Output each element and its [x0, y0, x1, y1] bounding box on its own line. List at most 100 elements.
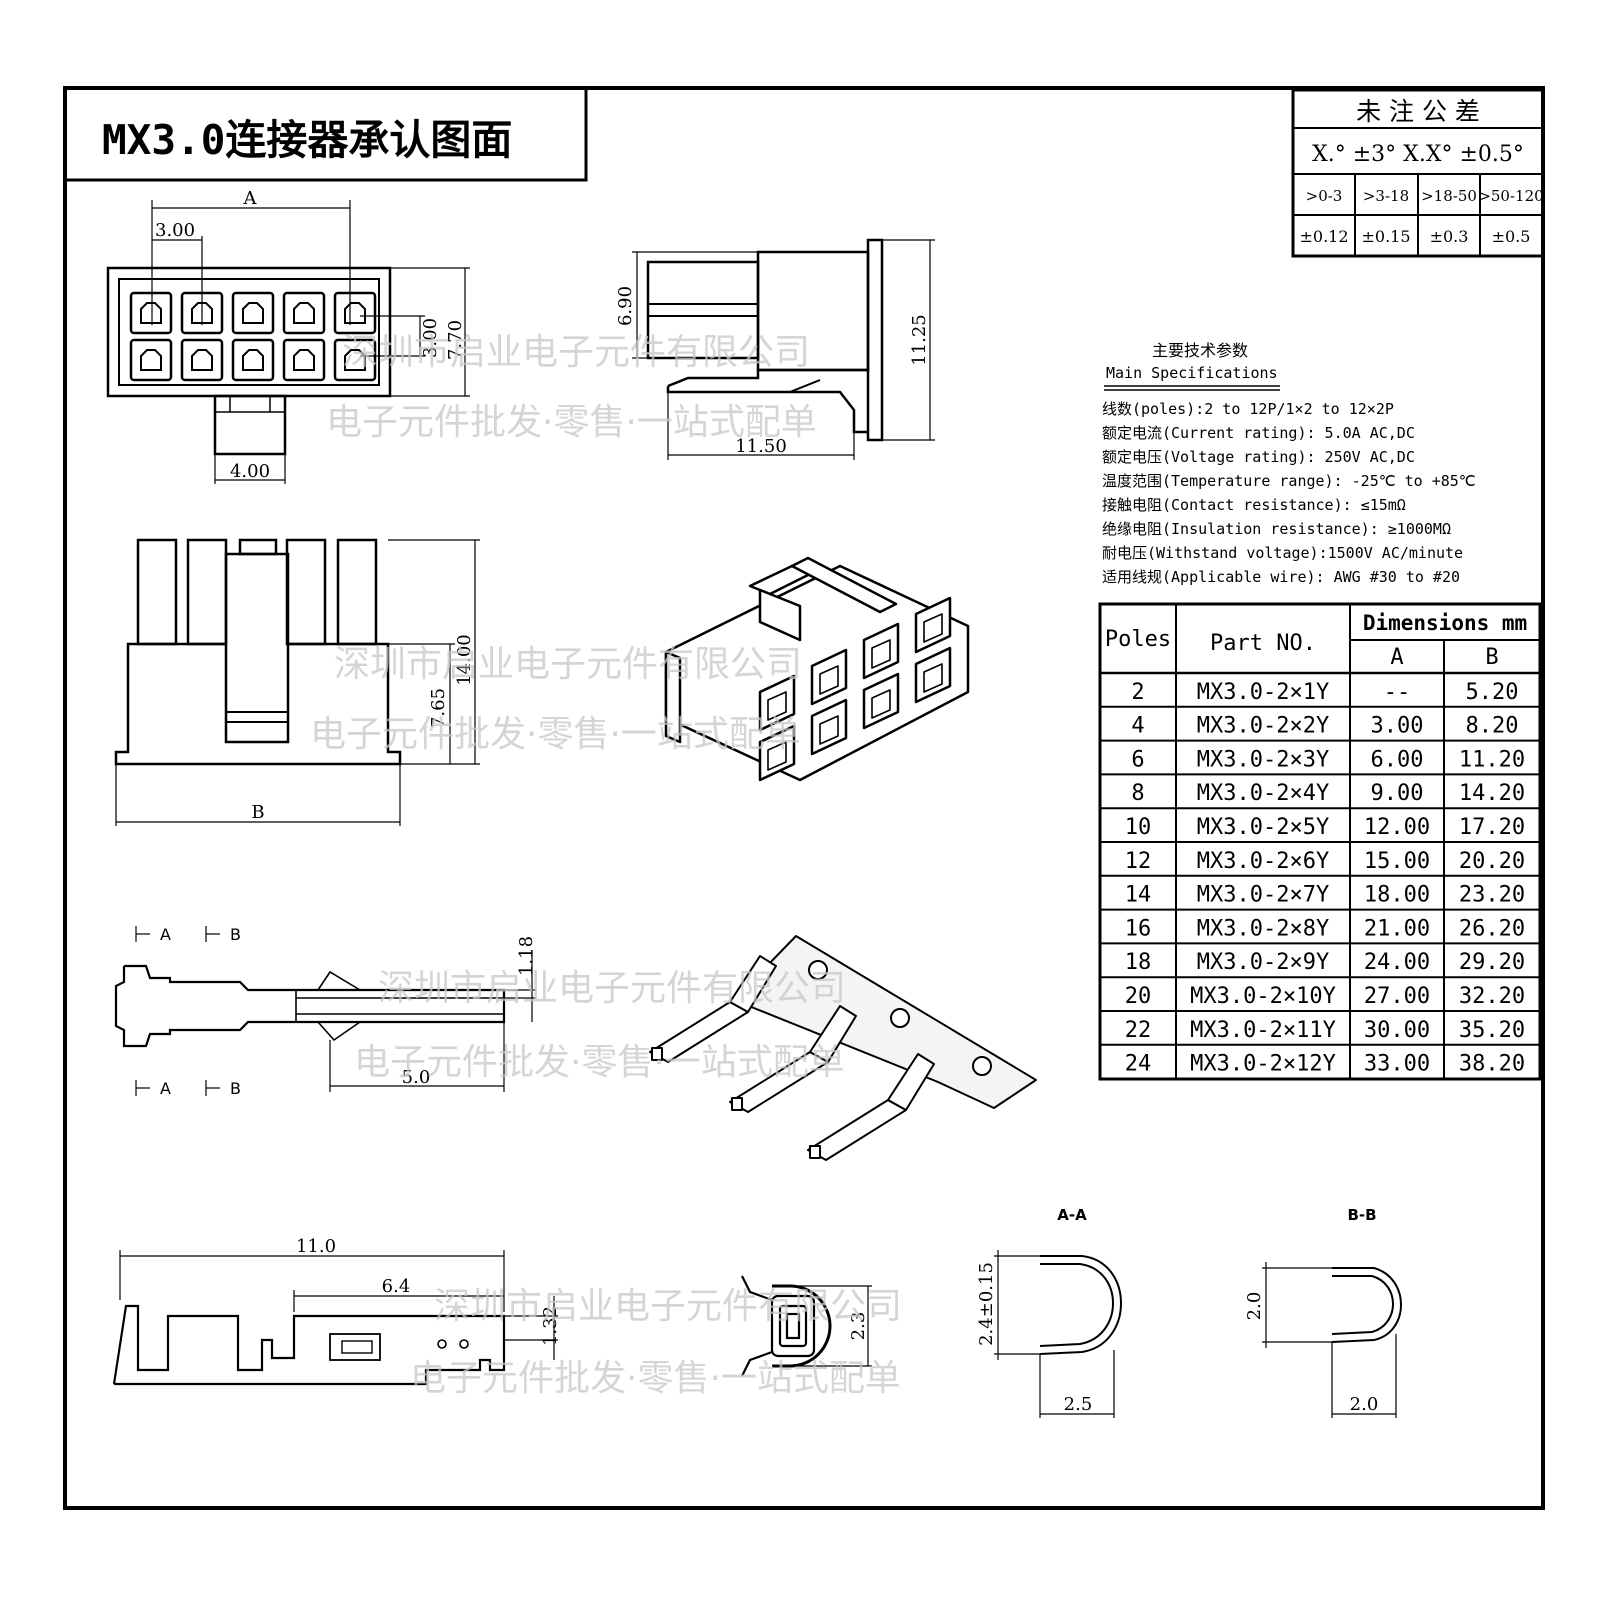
- iso-cell-opening: [923, 663, 943, 693]
- table-cell-poles: 12: [1125, 849, 1152, 874]
- table-cell-b: 35.20: [1459, 1018, 1525, 1043]
- cavity-contact: [191, 302, 213, 324]
- specs-title-en: Main Specifications: [1106, 364, 1278, 382]
- table-cell-b: 26.20: [1459, 916, 1525, 941]
- cavity-contact: [140, 302, 162, 324]
- cavity-contact: [191, 349, 213, 371]
- cavity-contact: [344, 302, 366, 324]
- spec-line-voltage: 额定电压(Voltage rating): 250V AC,DC: [1102, 448, 1415, 466]
- housing-cavity: [333, 338, 377, 382]
- dim-term-64: 6.4: [382, 1276, 411, 1297]
- watermark-line2-d: 电子元件批发·零售·一站式配单: [410, 1358, 901, 1399]
- dim-bottom-765: 7.65: [428, 688, 449, 728]
- specifications-block: 主要技术参数 Main Specifications 线数(poles):2 t…: [1102, 341, 1476, 586]
- table-cell-b: 29.20: [1459, 950, 1525, 975]
- title-block: MX3.0连接器承认图面: [65, 88, 588, 182]
- dim-front-height: 7.70: [445, 320, 466, 360]
- iso-terminal-body: [807, 1099, 907, 1161]
- table-cell-b: 5.20: [1466, 680, 1519, 705]
- table-header-poles: Poles: [1105, 627, 1171, 652]
- tolerance-table: 未 注 公 差 X.° ±3° X.X° ±0.5° >0-3 >3-18 >1…: [1291, 88, 1545, 258]
- dim-front-latch: 4.00: [230, 461, 270, 482]
- section-mark-a-bottom: A: [160, 1079, 171, 1098]
- table-cell-poles: 20: [1125, 984, 1152, 1009]
- iso-cell-opening: [767, 741, 787, 771]
- cavity-contact: [293, 349, 315, 371]
- section-mark-b-top: B: [230, 925, 241, 944]
- table-cell-part: MX3.0-2×12Y: [1190, 1052, 1336, 1077]
- dim-front-pitch: 3.00: [155, 220, 195, 241]
- terminal-end-view: [741, 1275, 872, 1377]
- housing-cavity: [180, 338, 224, 382]
- iso-terminal-crimp: [887, 1053, 935, 1111]
- table-cell-part: MX3.0-2×1Y: [1197, 680, 1329, 705]
- iso-cell-opening: [819, 665, 839, 695]
- tolerance-value-2: ±0.15: [1361, 227, 1410, 246]
- table-cell-poles: 6: [1131, 747, 1144, 772]
- spec-line-poles: 线数(poles):2 to 12P/1×2 to 12×2P: [1102, 400, 1394, 418]
- table-cell-a: 18.00: [1364, 883, 1430, 908]
- table-cell-a: 6.00: [1371, 747, 1424, 772]
- spec-line-temperature: 温度范围(Temperature range): -25℃ to +85℃: [1102, 472, 1476, 490]
- terminal-side-view: [114, 926, 536, 1096]
- watermark-group: 深圳市启业电子元件有限公司 电子元件批发·零售·一站式配单 深圳市启业电子元件有…: [310, 332, 902, 1399]
- watermark-line1-a: 深圳市启业电子元件有限公司: [342, 332, 810, 373]
- tolerance-range-4: >50-120: [1478, 187, 1543, 205]
- isometric-housing: [664, 556, 970, 782]
- iso-cell-opening: [871, 639, 891, 669]
- table-cell-part: MX3.0-2×5Y: [1197, 815, 1329, 840]
- table-cell-part: MX3.0-2×10Y: [1190, 984, 1336, 1009]
- dim-term-118: 1.18: [516, 936, 537, 976]
- table-header-dimensions: Dimensions mm: [1363, 611, 1527, 635]
- table-cell-poles: 10: [1125, 815, 1152, 840]
- dim-bb-width: 2.0: [1350, 1394, 1379, 1415]
- table-cell-poles: 14: [1125, 883, 1152, 908]
- housing-cavity: [231, 338, 275, 382]
- table-cell-a: 15.00: [1364, 849, 1430, 874]
- dim-front-row: 3.00: [420, 318, 441, 358]
- watermark-line1-d: 深圳市启业电子元件有限公司: [434, 1286, 902, 1327]
- iso-terminal-crimp: [809, 1005, 857, 1063]
- table-header-a: A: [1390, 645, 1403, 670]
- spec-line-wire: 适用线规(Applicable wire): AWG #30 to #20: [1102, 568, 1460, 586]
- housing-cavity: [231, 291, 275, 335]
- sheet-border: [63, 86, 1545, 1510]
- watermark-line1-b: 深圳市启业电子元件有限公司: [334, 644, 802, 685]
- iso-cell-opening: [767, 691, 787, 721]
- cavity-contact: [242, 349, 264, 371]
- table-cell-b: 11.20: [1459, 747, 1525, 772]
- iso-terminal-crimp: [729, 955, 777, 1013]
- table-cell-part: MX3.0-2×2Y: [1197, 714, 1329, 739]
- spec-line-withstand: 耐电压(Withstand voltage):1500V AC/minute: [1102, 544, 1463, 562]
- iso-cell-opening: [871, 689, 891, 719]
- terminal-full-view: [112, 1250, 558, 1386]
- dim-bottom-1400: 14.00: [454, 634, 475, 686]
- table-cell-part: MX3.0-2×4Y: [1197, 781, 1329, 806]
- table-cell-b: 14.20: [1459, 781, 1525, 806]
- section-mark-a-top: A: [160, 925, 171, 944]
- dim-bottom-b: B: [251, 802, 264, 823]
- dim-aa-width: 2.5: [1064, 1394, 1093, 1415]
- table-cell-poles: 24: [1125, 1052, 1152, 1077]
- section-mark-b-bottom: B: [230, 1079, 241, 1098]
- dim-term-110: 11.0: [296, 1236, 336, 1257]
- table-cell-part: MX3.0-2×8Y: [1197, 916, 1329, 941]
- cavity-contact: [242, 302, 264, 324]
- iso-terminal-tip: [651, 1047, 663, 1061]
- tolerance-value-1: ±0.12: [1299, 227, 1348, 246]
- table-cell-b: 17.20: [1459, 815, 1525, 840]
- table-cell-part: MX3.0-2×11Y: [1190, 1018, 1336, 1043]
- watermark-line2-b: 电子元件批发·零售·一站式配单: [310, 714, 801, 755]
- tolerance-range-1: >0-3: [1306, 187, 1343, 205]
- iso-terminal-tip: [731, 1097, 743, 1111]
- table-cell-b: 23.20: [1459, 883, 1525, 908]
- housing-cavity: [282, 338, 326, 382]
- section-bb-title: B-B: [1347, 1206, 1376, 1224]
- housing-cavity: [129, 338, 173, 382]
- table-cell-a: 27.00: [1364, 984, 1430, 1009]
- dim-term-132: 1.32: [540, 1306, 561, 1346]
- section-aa: [994, 1250, 1122, 1418]
- table-cell-b: 38.20: [1459, 1052, 1525, 1077]
